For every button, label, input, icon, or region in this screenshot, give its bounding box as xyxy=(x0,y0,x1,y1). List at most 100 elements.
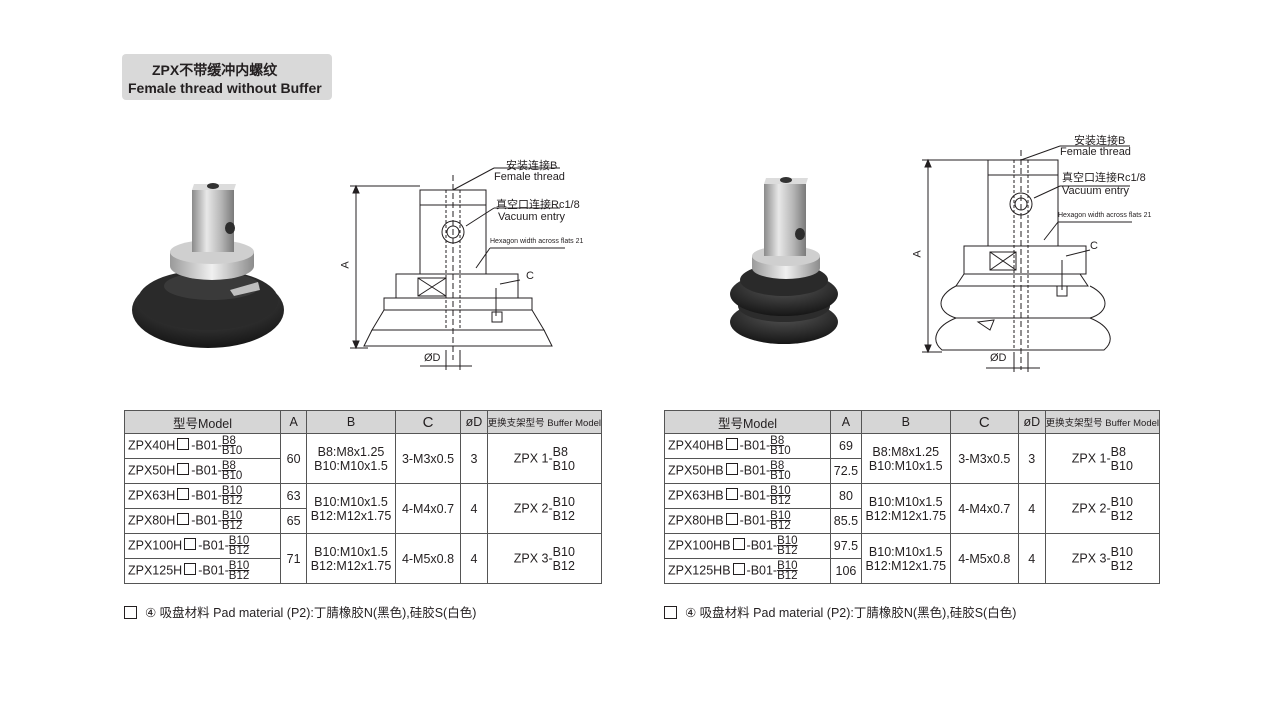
c-cell: 3-M3x0.5 xyxy=(949,433,1019,484)
option-box-icon xyxy=(184,538,197,551)
left-label-b-en: Female thread xyxy=(494,171,565,183)
left-dim-a: A xyxy=(339,261,352,269)
option-box-icon xyxy=(725,513,738,526)
table-header-row: 型号Model A B C øD 更换支架型号 Buffer Model xyxy=(124,410,603,434)
a-cell: 71 xyxy=(279,533,308,584)
d-cell: 3 xyxy=(1017,433,1046,484)
a-cell: 65 xyxy=(279,508,308,534)
left-spec-table: 型号Model A B C øD 更换支架型号 Buffer Model ZPX… xyxy=(124,410,603,584)
option-box-icon xyxy=(177,488,190,501)
col-buffer: 更换支架型号 Buffer Model xyxy=(486,410,603,434)
a-cell: 63 xyxy=(279,483,308,509)
left-label-vac-cn: 真空口连接Rc1/8 xyxy=(496,199,580,211)
right-label-hex: Hexagon width across flats 21 xyxy=(1058,212,1152,219)
option-box-icon xyxy=(732,563,745,576)
right-label-vac-cn: 真空口连接Rc1/8 xyxy=(1062,172,1146,184)
right-label-b-cn: 安装连接B xyxy=(1074,135,1126,147)
col-model: 型号Model xyxy=(663,410,832,434)
right-tech-drawing xyxy=(922,145,1132,372)
c-cell: 4-M4x0.7 xyxy=(394,483,462,534)
a-cell: 106 xyxy=(830,558,862,584)
c-cell: 4-M5x0.8 xyxy=(949,533,1019,584)
a-cell: 97.5 xyxy=(830,533,862,559)
col-c: C xyxy=(949,410,1019,434)
right-dim-d: ØD xyxy=(990,352,1007,364)
right-product-photo xyxy=(730,177,838,344)
right-dim-c: C xyxy=(1090,240,1098,252)
left-dim-d: ØD xyxy=(424,352,441,364)
d-cell: 4 xyxy=(1017,483,1046,534)
left-product-photo xyxy=(132,183,284,348)
option-box-icon xyxy=(184,563,197,576)
option-box-icon xyxy=(177,463,190,476)
left-dim-c: C xyxy=(526,270,534,282)
right-label-vac-en: Vacuum entry xyxy=(1062,185,1130,197)
col-d: øD xyxy=(1017,410,1046,434)
right-dim-a: A xyxy=(911,250,924,258)
d-cell: 3 xyxy=(460,433,488,484)
option-box-icon xyxy=(177,513,190,526)
c-cell: 3-M3x0.5 xyxy=(394,433,462,484)
d-cell: 4 xyxy=(460,533,488,584)
col-a: A xyxy=(830,410,862,434)
col-a: A xyxy=(279,410,308,434)
left-tech-drawing xyxy=(350,167,565,370)
left-label-b-cn: 安装连接B xyxy=(506,160,558,172)
col-d: øD xyxy=(460,410,488,434)
col-b: B xyxy=(860,410,951,434)
col-buffer: 更换支架型号 Buffer Model xyxy=(1044,410,1161,434)
a-cell: 80 xyxy=(830,483,862,509)
left-label-vac-en: Vacuum entry xyxy=(498,211,566,223)
checkbox-icon xyxy=(124,606,137,619)
section-title-cn: ZPX不带缓冲内螺纹 xyxy=(152,62,278,78)
a-cell: 72.5 xyxy=(830,458,862,484)
col-b: B xyxy=(306,410,396,434)
right-label-b-en: Female thread xyxy=(1060,146,1131,158)
col-model: 型号Model xyxy=(124,410,281,434)
col-c: C xyxy=(394,410,462,434)
option-box-icon xyxy=(725,463,738,476)
d-cell: 4 xyxy=(460,483,488,534)
right-material-note: ④ 吸盘材料 Pad material (P2):丁腈橡胶N(黑色),硅胶S(白… xyxy=(664,602,1016,621)
left-material-note: ④ 吸盘材料 Pad material (P2):丁腈橡胶N(黑色),硅胶S(白… xyxy=(124,602,476,621)
a-cell: 85.5 xyxy=(830,508,862,534)
left-label-hex: Hexagon width across flats 21 xyxy=(490,238,584,245)
section-header: ZPX不带缓冲内螺纹 Female thread without Buffer xyxy=(122,54,332,100)
d-cell: 4 xyxy=(1017,533,1046,584)
option-box-icon xyxy=(732,538,745,551)
a-cell: 60 xyxy=(279,433,308,484)
c-cell: 4-M4x0.7 xyxy=(949,483,1019,534)
